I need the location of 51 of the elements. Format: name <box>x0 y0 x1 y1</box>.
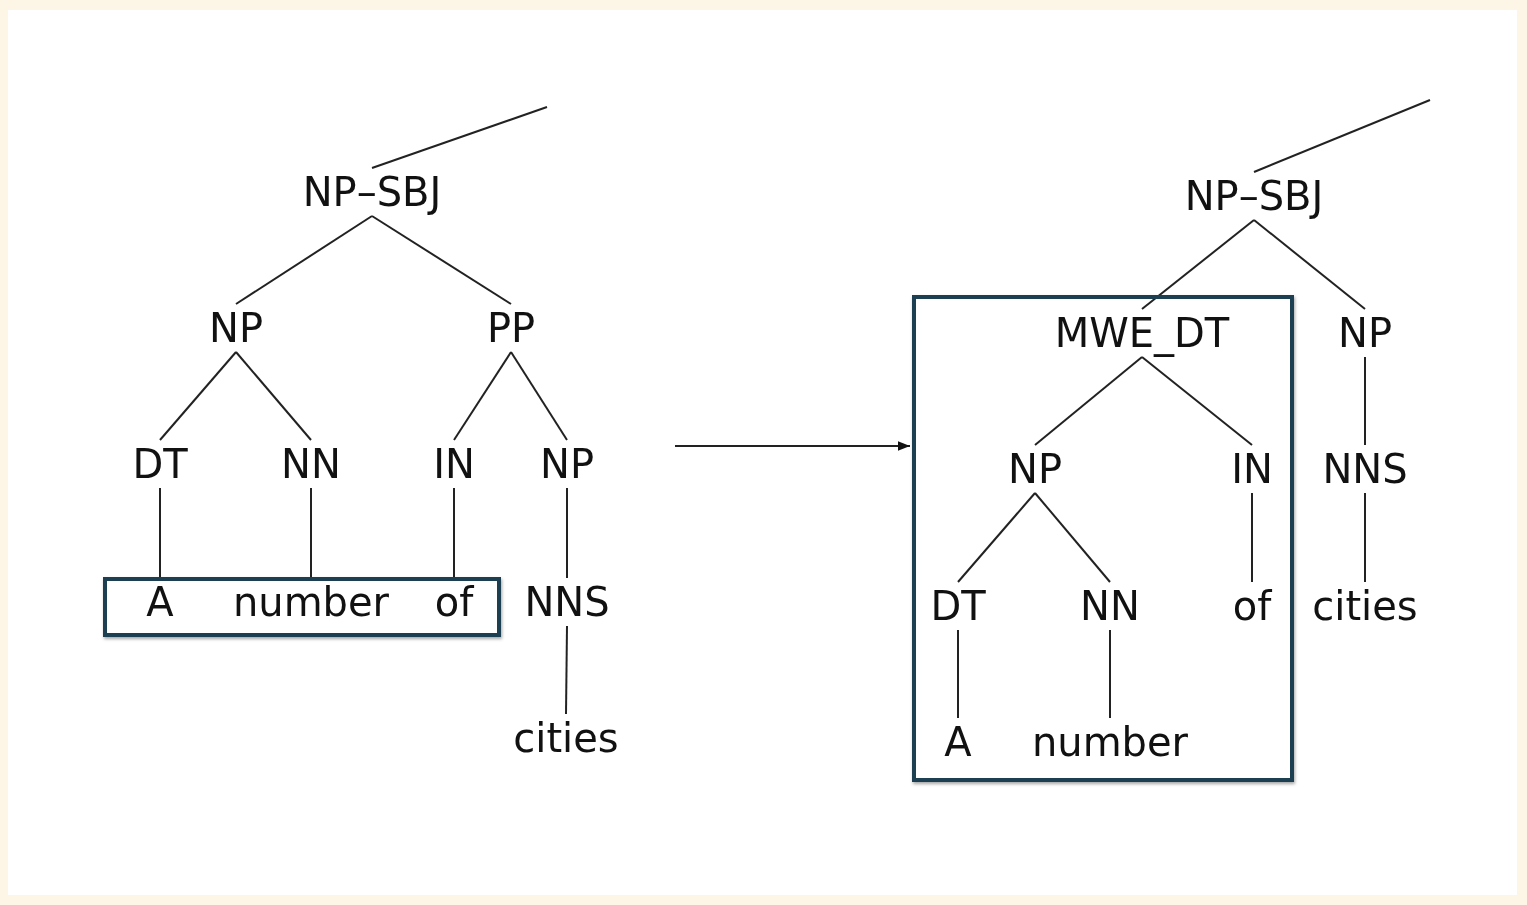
word-label: cities <box>1312 584 1418 628</box>
word-label: of <box>434 580 474 624</box>
word-label: cities <box>513 716 619 760</box>
tree-branch <box>1364 356 1366 446</box>
tree-node-label: NP <box>1008 447 1062 491</box>
highlight-box <box>912 295 1294 782</box>
tree-branch <box>1141 219 1255 310</box>
tree-branch <box>159 351 237 441</box>
tree-branch <box>957 629 959 719</box>
tree-node-label: NN <box>281 442 341 486</box>
tree-node-label: DT <box>132 442 188 486</box>
tree-branch <box>371 106 548 169</box>
tree-branch <box>453 351 512 441</box>
tree-node-label: PP <box>486 306 536 350</box>
arrow <box>674 441 911 451</box>
tree-branch <box>1034 356 1143 446</box>
tree-branch <box>1034 492 1111 583</box>
tree-node-label: NP–SBJ <box>302 170 442 214</box>
tree-branch <box>510 351 568 441</box>
tree-branch <box>957 492 1036 583</box>
tree-node-label: NP <box>1338 311 1392 355</box>
tree-branch <box>235 351 312 441</box>
tree-branch <box>1141 356 1253 446</box>
word-label: A <box>146 580 174 624</box>
tree-node-label: IN <box>1231 447 1273 491</box>
tree-branch <box>453 487 455 579</box>
tree-node-label: DT <box>930 584 986 628</box>
word-label: of <box>1232 584 1272 628</box>
tree-node-label: MWE_DT <box>1054 311 1230 355</box>
word-label: number <box>232 580 390 624</box>
tree-branch <box>1251 492 1253 583</box>
tree-node-label: NNS <box>1322 447 1408 491</box>
tree-node-label: NN <box>1080 584 1140 628</box>
tree-branch <box>371 215 512 305</box>
tree-node-label: NP <box>209 306 263 350</box>
highlight-box <box>103 577 501 637</box>
tree-branch <box>1109 629 1111 719</box>
tree-branch <box>235 215 373 305</box>
tree-branch <box>1364 492 1366 583</box>
tree-branch <box>565 625 568 715</box>
tree-branch <box>1253 219 1366 310</box>
tree-node-label: NNS <box>524 580 610 624</box>
tree-branch <box>310 487 312 579</box>
word-label: number <box>1031 720 1189 764</box>
tree-node-label: NP <box>540 442 594 486</box>
tree-branch <box>1253 99 1431 173</box>
tree-node-label: NP–SBJ <box>1184 174 1324 218</box>
tree-node-label: IN <box>433 442 475 486</box>
tree-branch <box>566 487 568 579</box>
tree-branch <box>159 487 161 579</box>
word-label: A <box>944 720 972 764</box>
